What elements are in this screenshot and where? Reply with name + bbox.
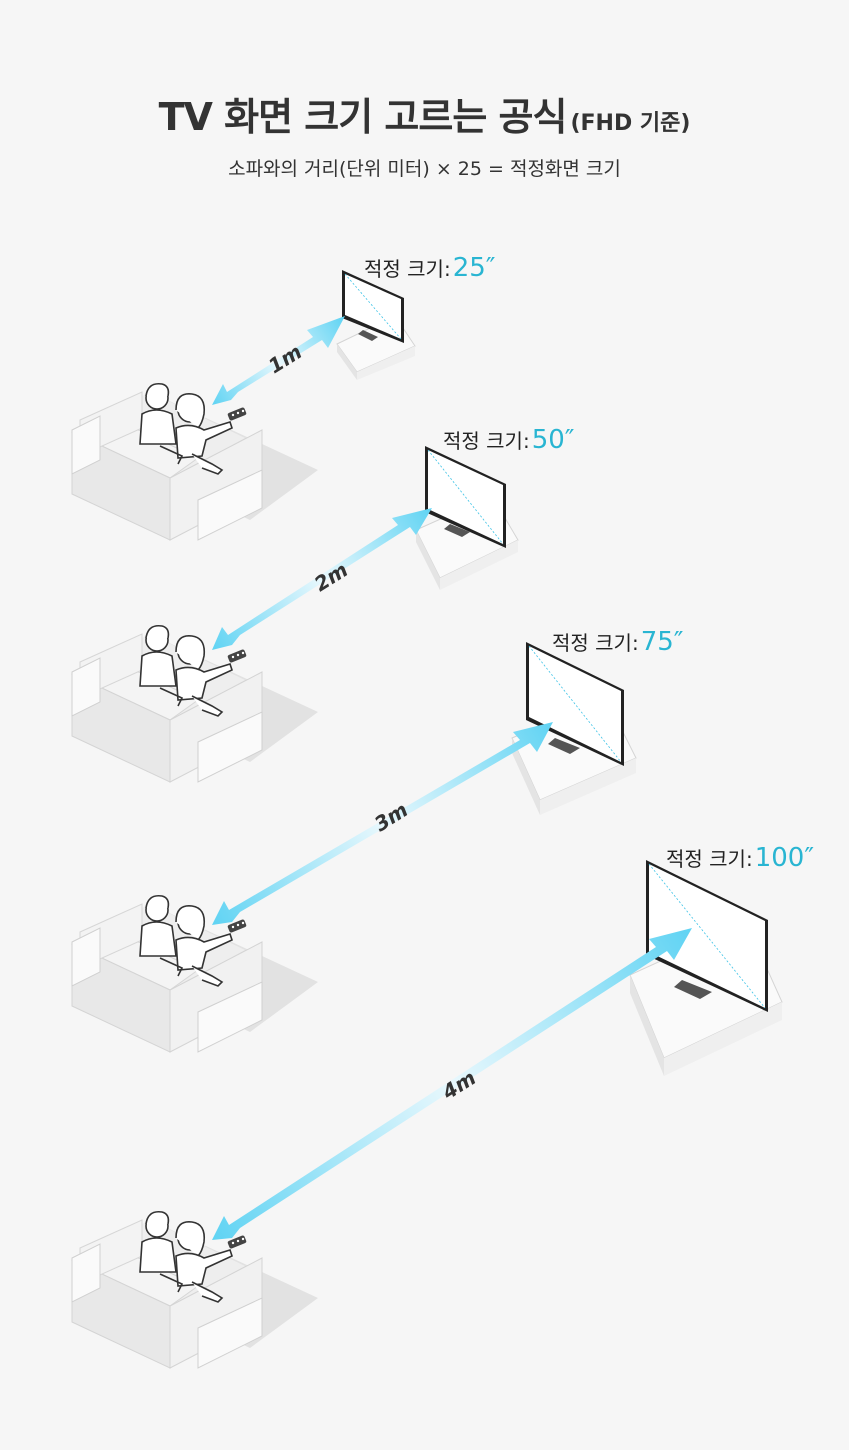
- sofa-couple-icon: [71, 624, 319, 783]
- row-2-sofa: [71, 624, 319, 783]
- distance-arrow-icon: [212, 508, 432, 650]
- size-label-75: 적정 크기:75″: [552, 627, 684, 657]
- row-2-tv: [415, 446, 519, 590]
- row-1-sofa: [71, 382, 319, 541]
- size-label-50: 적정 크기:50″: [443, 425, 575, 455]
- row-4-sofa: [71, 1210, 319, 1369]
- tv-stand-icon: [358, 330, 378, 341]
- distance-arrow-icon: [212, 722, 553, 925]
- row-4-tv: [629, 860, 783, 1076]
- tv-stand-icon: [548, 738, 580, 754]
- size-label-25: 적정 크기:25″: [364, 253, 496, 283]
- distance-arrow-icon: [212, 928, 692, 1240]
- title-suffix: (FHD 기준): [570, 111, 691, 136]
- remote-icon: [227, 648, 247, 664]
- distance-arrow-icon: [212, 316, 345, 405]
- sofa-couple-icon: [71, 894, 319, 1053]
- distance-label: 1m: [264, 339, 306, 378]
- row-1-tv: [336, 270, 416, 380]
- row-3-tv: [511, 642, 637, 815]
- tv-stand-icon: [674, 980, 712, 999]
- sofa-couple-icon: [71, 1210, 319, 1369]
- page-title: TV 화면 크기 고르는 공식(FHD 기준): [0, 86, 849, 141]
- sofa-couple-icon: [71, 382, 319, 541]
- tv-stand-icon: [444, 524, 470, 537]
- title-main: TV 화면 크기 고르는 공식: [158, 95, 568, 139]
- size-label-100: 적정 크기:100″: [666, 843, 815, 873]
- remote-icon: [227, 406, 247, 422]
- row-3-sofa: [71, 894, 319, 1053]
- formula-subtitle: 소파와의 거리(단위 미터) × 25 = 적정화면 크기: [228, 158, 621, 180]
